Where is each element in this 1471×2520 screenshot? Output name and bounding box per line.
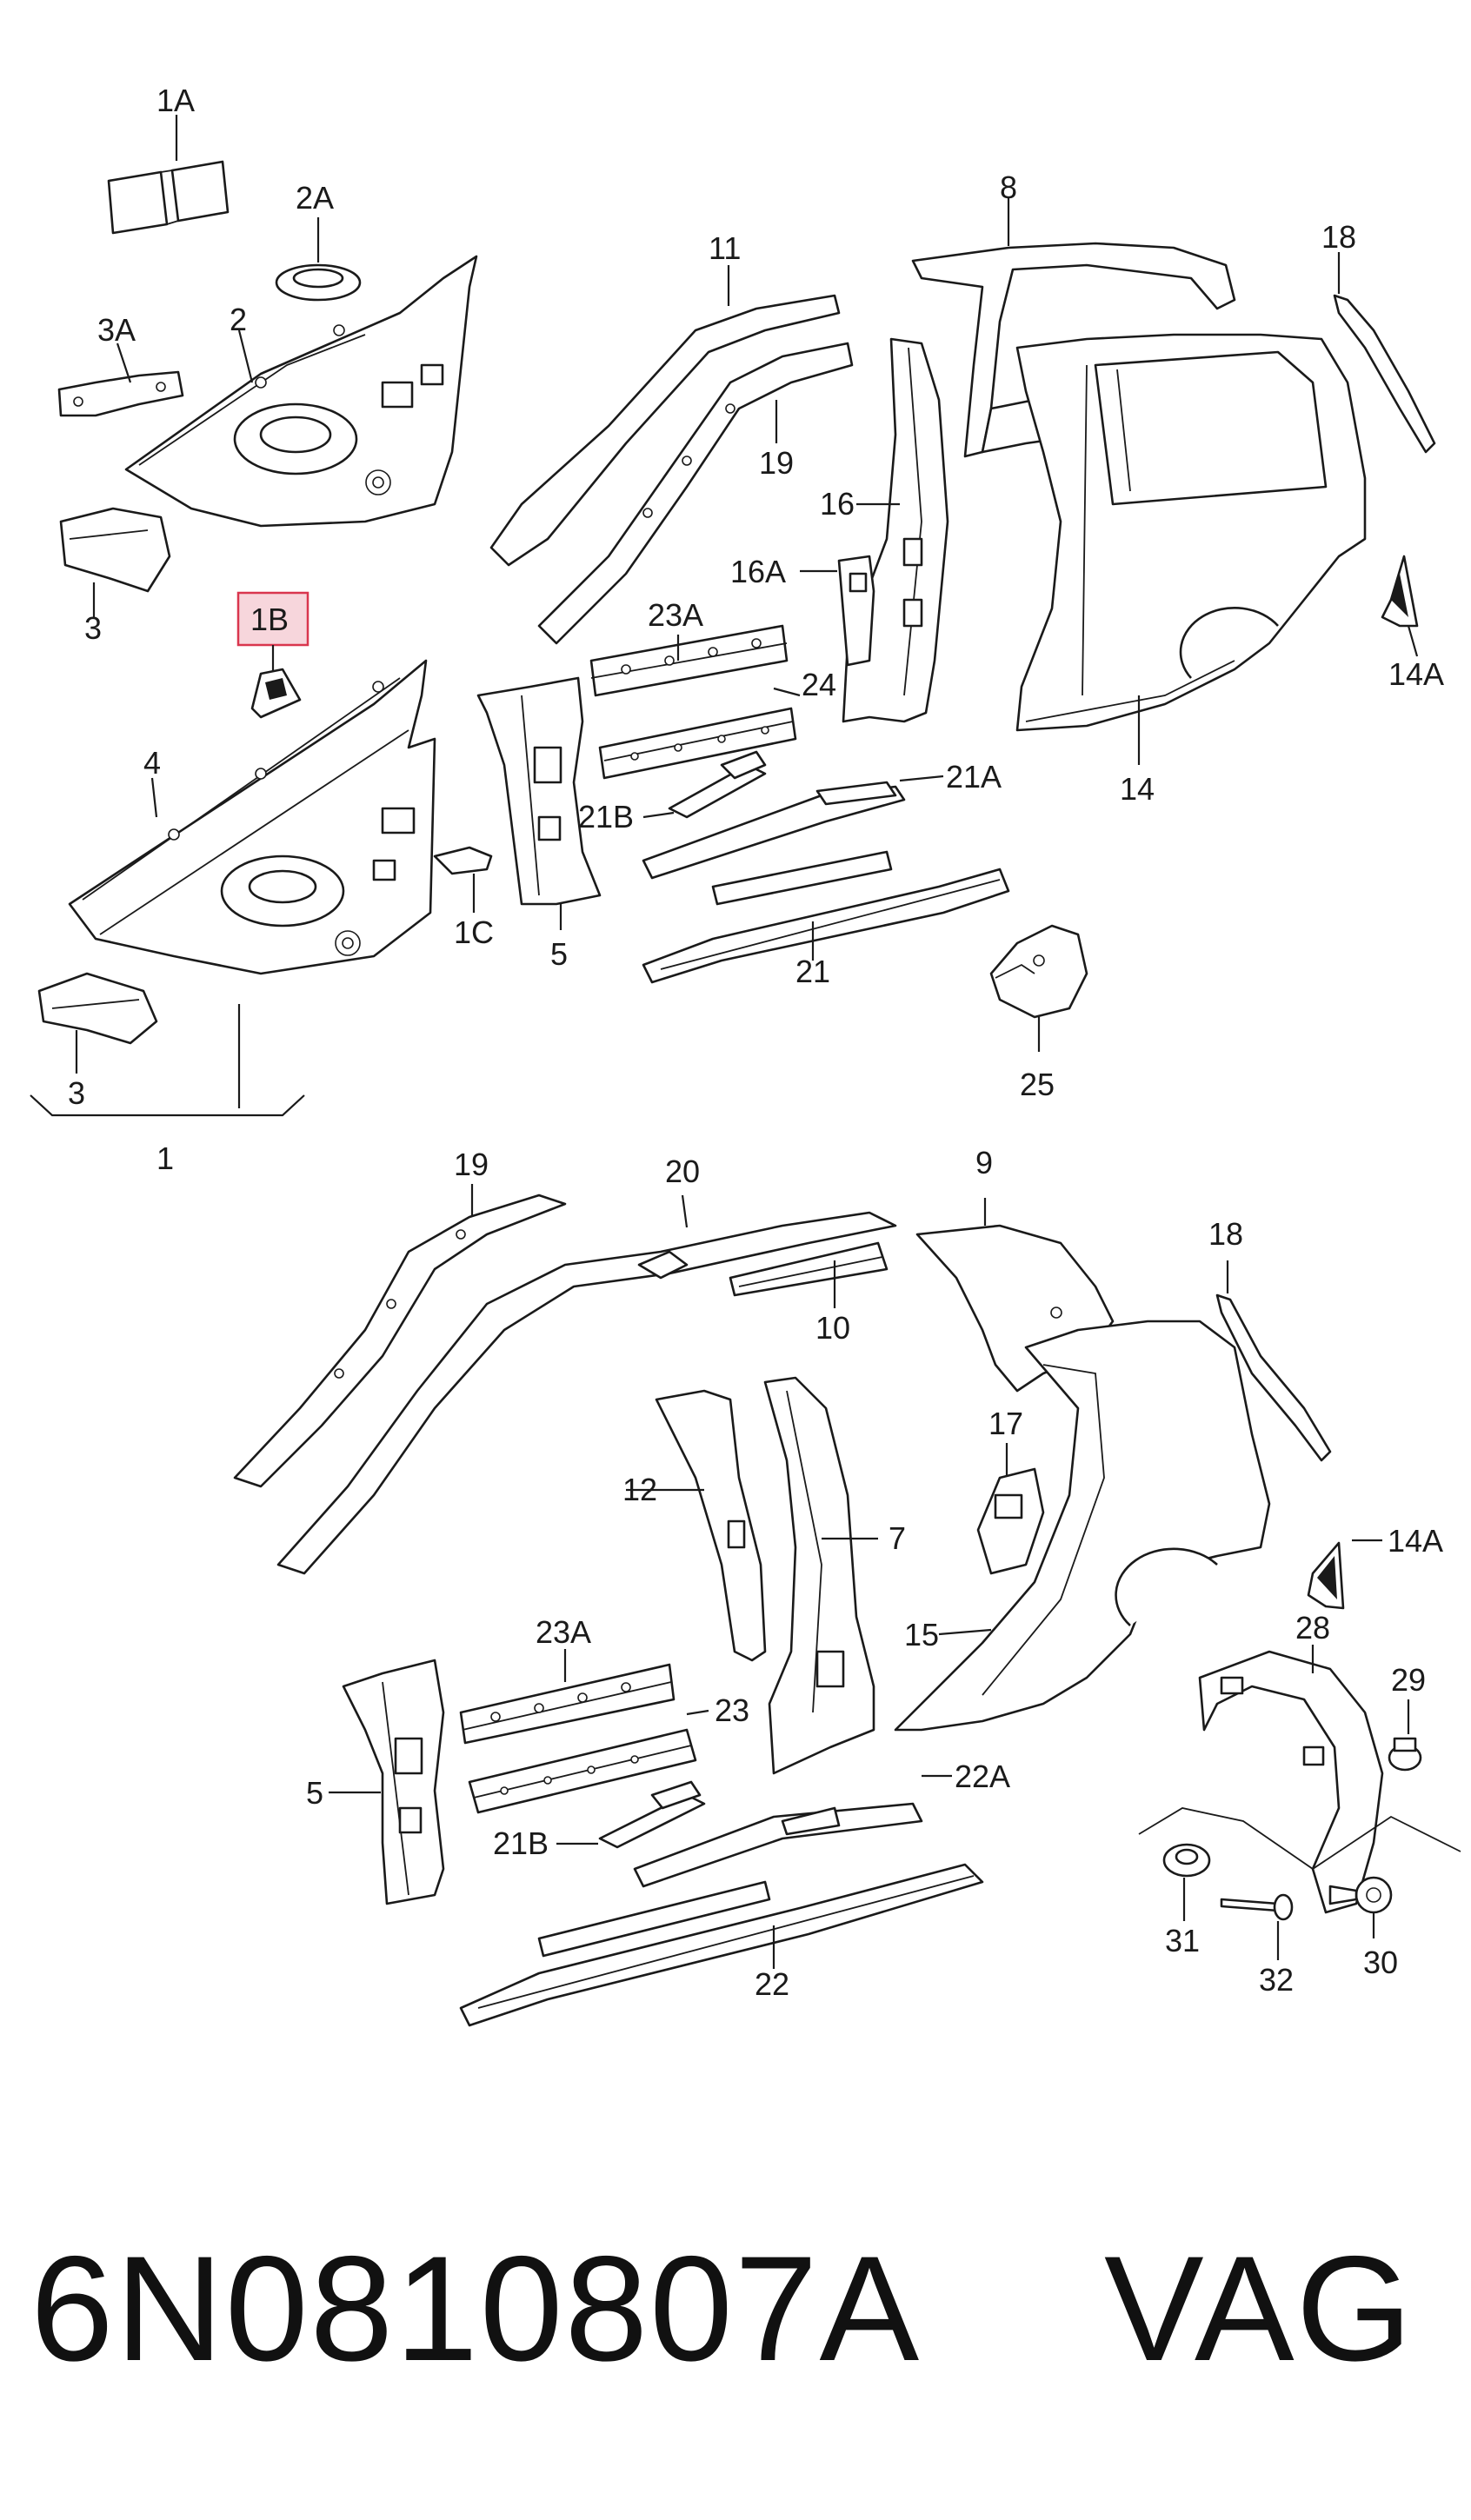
label-24: 24 — [802, 667, 836, 702]
part-22-rocker-panel — [459, 1863, 984, 2027]
label-1C: 1C — [454, 914, 494, 950]
part-4-wheelhouse-assembly — [68, 659, 436, 975]
part-1B-clip — [250, 668, 302, 719]
callout-labels: 1A 2A 2 3A 3 1B 4 1C 3 1 11 19 8 18 16 1… — [68, 83, 1444, 2002]
assembly-lines — [1138, 1807, 1461, 1871]
label-21A: 21A — [946, 759, 1002, 795]
label-23: 23 — [715, 1692, 749, 1728]
label-21B-bottom: 21B — [493, 1825, 549, 1861]
part-30-screw — [1328, 1876, 1393, 1914]
label-5-bottom: 5 — [306, 1775, 323, 1811]
part-17-bracket — [976, 1467, 1045, 1575]
label-19-bottom: 19 — [454, 1147, 489, 1182]
part-1A-pads — [107, 160, 230, 235]
label-4: 4 — [143, 745, 161, 781]
label-21: 21 — [795, 954, 830, 989]
part-22A-sill-part — [633, 1802, 923, 1888]
part-21B-top — [668, 750, 767, 819]
label-2A: 2A — [296, 180, 334, 216]
part-23A-top — [589, 624, 789, 697]
label-14: 14 — [1120, 771, 1155, 807]
part-15-rear-quarter — [894, 1320, 1271, 1732]
part-16-b-pillar — [842, 337, 949, 723]
part-3A-bracket — [57, 370, 184, 417]
part-2-wheelhouse — [124, 255, 478, 528]
label-12: 12 — [622, 1472, 657, 1507]
part-29-clip — [1388, 1737, 1422, 1772]
label-18-top: 18 — [1321, 219, 1356, 255]
part-14-side-panel — [1015, 333, 1367, 732]
label-9: 9 — [975, 1145, 993, 1180]
part-18-rear-strip — [1333, 294, 1436, 454]
brand-caption: VAG — [1104, 2225, 1414, 2392]
part-28-wheel-liner — [1198, 1650, 1384, 1914]
group-bracket-1 — [30, 1094, 305, 1117]
part-5-a-pillar-lower-bottom — [342, 1659, 445, 1905]
label-30: 30 — [1363, 1945, 1398, 1980]
label-1B: 1B — [250, 602, 289, 637]
label-17: 17 — [988, 1406, 1023, 1441]
label-1A: 1A — [156, 83, 195, 118]
label-28: 28 — [1295, 1610, 1330, 1646]
label-25: 25 — [1020, 1067, 1055, 1102]
part-5-a-pillar-lower-top — [476, 676, 602, 906]
part-21-rocker-panel — [642, 850, 1010, 984]
label-3A: 3A — [97, 312, 136, 348]
label-21B-top: 21B — [578, 799, 634, 834]
part-31-nut — [1162, 1843, 1211, 1878]
part-14A-triangle-top — [1381, 555, 1419, 628]
part-21A-sill-part — [642, 781, 906, 880]
part-24-sill-reinforcement — [598, 707, 797, 780]
part-11-roof-rail — [489, 294, 841, 567]
part-12-b-pillar-reinforcement — [655, 1389, 767, 1662]
part-19-inner-a-pillar-lower — [233, 1194, 567, 1488]
label-20: 20 — [665, 1154, 700, 1189]
label-7: 7 — [889, 1520, 906, 1556]
part-3-bracket-bottom — [37, 972, 158, 1045]
label-5-top: 5 — [550, 936, 568, 972]
label-16: 16 — [820, 486, 855, 522]
part-10-roof-bracket — [729, 1241, 889, 1297]
label-23A-top: 23A — [648, 597, 703, 633]
label-15: 15 — [904, 1617, 939, 1652]
part-32-stud — [1220, 1893, 1294, 1921]
label-3-bottom: 3 — [68, 1075, 85, 1111]
part-3-bracket-top — [59, 507, 171, 593]
label-19-top: 19 — [759, 445, 794, 481]
part-number-caption: 6N0810807A — [30, 2225, 921, 2392]
label-16A: 16A — [730, 554, 786, 589]
label-22: 22 — [755, 1966, 789, 2002]
label-14A-top: 14A — [1388, 656, 1444, 692]
label-23A-bottom: 23A — [536, 1614, 591, 1650]
label-31: 31 — [1165, 1923, 1200, 1958]
label-8: 8 — [1000, 170, 1017, 205]
label-22A: 22A — [955, 1759, 1010, 1794]
part-18-rear-strip-lower — [1215, 1293, 1332, 1462]
label-1: 1 — [156, 1140, 174, 1176]
part-20-roof-rail — [276, 1211, 897, 1575]
part-25-fuel-door — [989, 924, 1088, 1019]
part-23-sill-reinforcement — [468, 1728, 697, 1814]
part-21B-bottom — [598, 1780, 706, 1849]
label-29: 29 — [1391, 1662, 1426, 1698]
part-7-b-pillar-outer — [763, 1376, 875, 1775]
part-19-inner-a-pillar — [537, 342, 854, 645]
label-14A-bottom: 14A — [1388, 1523, 1443, 1559]
label-18-bottom: 18 — [1208, 1216, 1243, 1252]
part-23A-bottom — [459, 1663, 676, 1745]
label-32: 32 — [1259, 1962, 1294, 1998]
label-3-top: 3 — [84, 610, 102, 646]
part-2A-grommet — [275, 263, 362, 302]
part-14A-triangle-bottom — [1307, 1541, 1345, 1610]
part-16A-bracket — [837, 555, 875, 667]
label-11: 11 — [709, 230, 741, 266]
label-10: 10 — [815, 1310, 850, 1346]
part-1C-bracket — [433, 846, 493, 875]
label-2: 2 — [230, 302, 247, 337]
